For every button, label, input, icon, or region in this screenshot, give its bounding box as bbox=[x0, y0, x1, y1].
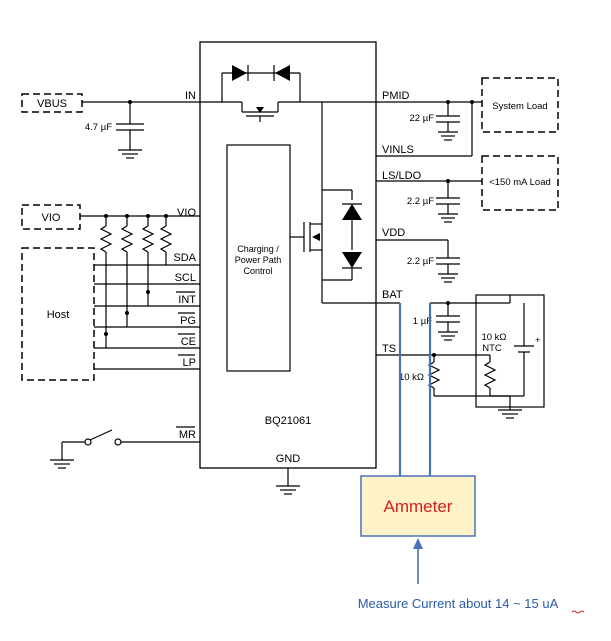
vbus-box bbox=[21, 93, 83, 113]
pin-pg: PG bbox=[180, 315, 196, 327]
ic-part-number: BQ21061 bbox=[265, 415, 311, 427]
pin-ls-ldo: LS/LDO bbox=[382, 170, 422, 182]
ldo-load-label: <150 mA Load bbox=[489, 177, 551, 188]
charging-control-block bbox=[226, 144, 291, 372]
ammeter-box bbox=[360, 475, 476, 537]
battery-plus-label: + bbox=[535, 335, 541, 346]
vio-label: VIO bbox=[42, 212, 61, 224]
vbus-label: VBUS bbox=[37, 98, 67, 110]
system-load-box bbox=[481, 77, 559, 133]
host-label: Host bbox=[47, 309, 70, 321]
pin-gnd: GND bbox=[276, 453, 301, 465]
pin-vdd: VDD bbox=[382, 227, 405, 239]
control-block-line-2: Power Path bbox=[235, 255, 282, 265]
pin-pmid: PMID bbox=[382, 90, 410, 102]
pin-mr: MR bbox=[179, 429, 196, 441]
pin-scl: SCL bbox=[175, 272, 196, 284]
cap-pmid-label: 22 µF bbox=[410, 113, 435, 124]
pin-sda: SDA bbox=[173, 252, 196, 264]
system-load-label: System Load bbox=[492, 101, 547, 112]
pin-bat: BAT bbox=[382, 289, 403, 301]
pin-in: IN bbox=[185, 90, 196, 102]
battery-fet bbox=[290, 102, 376, 304]
mr-pushbutton bbox=[50, 429, 200, 469]
pin-lp: LP bbox=[183, 357, 196, 369]
measurement-annotation: Measure Current about 14 ~ 15 uA bbox=[358, 596, 559, 611]
host-box bbox=[21, 247, 95, 381]
pin-vio: VIO bbox=[177, 207, 196, 219]
control-block-line-1: Charging / bbox=[237, 244, 279, 254]
cap-in-label: 4.7 µF bbox=[85, 122, 112, 133]
pin-int: INT bbox=[178, 294, 196, 306]
cap-ls-label: 2.2 µF bbox=[407, 196, 434, 207]
res-ts-label: 10 kΩ bbox=[399, 372, 424, 383]
ntc-value-label: 10 kΩ bbox=[481, 332, 506, 343]
cap-vdd-label: 2.2 µF bbox=[407, 256, 434, 267]
ldo-load-box bbox=[481, 155, 559, 211]
input-fet bbox=[200, 101, 376, 122]
pin-ce: CE bbox=[181, 336, 196, 348]
control-block-line-3: Control bbox=[243, 266, 272, 276]
spellcheck-squiggle bbox=[571, 610, 585, 614]
pin-vinls: VINLS bbox=[382, 144, 414, 156]
pullup-resistors bbox=[99, 214, 173, 336]
ammeter-label: Ammeter bbox=[384, 497, 453, 516]
ntc-label: NTC bbox=[482, 343, 502, 354]
cap-bat-label: 1 µF bbox=[413, 316, 432, 327]
input-blocking-diodes bbox=[221, 65, 301, 102]
vio-box bbox=[21, 204, 81, 230]
pin-ts: TS bbox=[382, 343, 396, 355]
